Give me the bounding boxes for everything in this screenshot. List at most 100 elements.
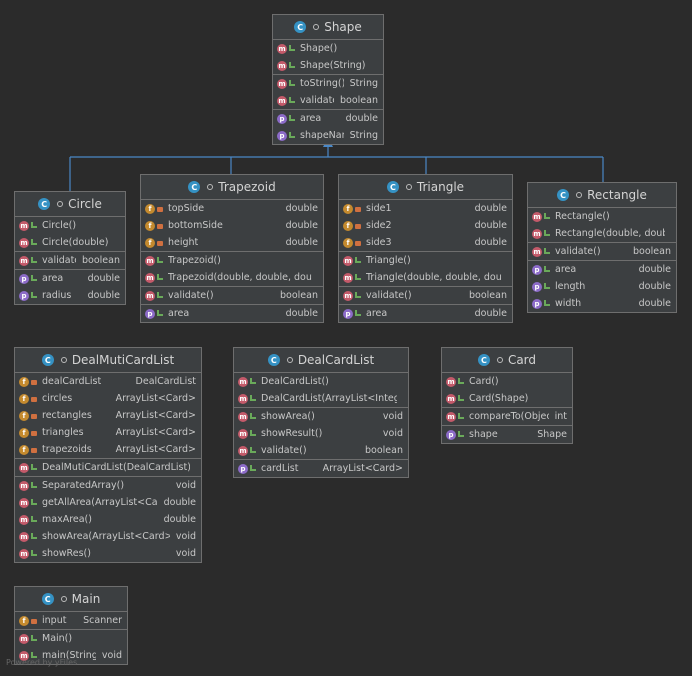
visibility-dot-icon [313,24,320,30]
member-name: DealCardList() [261,376,329,387]
class-main[interactable]: CMainfinputScannermMain()mmain(String[])… [14,586,128,665]
public-icon [289,61,295,68]
property-icon: p [532,298,542,309]
public-icon [31,549,37,556]
method-icon: m [19,514,29,525]
class-name: Card [507,353,537,367]
member-type: boolean [340,95,378,106]
property-icon: p [532,281,542,292]
public-icon [289,114,295,121]
field-icon: f [19,410,29,421]
member-type: boolean [280,290,318,301]
member-name: height [168,237,199,248]
member-name: area [300,113,322,124]
member-name: validate() [168,290,214,301]
member-type: double [638,264,671,275]
member-name: Trapezoid() [168,255,221,266]
member-name: input [42,615,67,626]
method-icon: m [19,548,29,559]
member-type: Scanner [83,615,122,626]
class-name: Rectangle [587,188,647,202]
member-name: side2 [366,220,392,231]
method-icon: m [19,531,29,542]
member-row[interactable]: pshapeNameString [273,127,383,144]
public-icon [31,256,37,263]
visibility-dot-icon [286,357,293,363]
public-icon [458,394,464,401]
member-type: double [285,220,318,231]
field-icon: f [343,203,353,214]
member-type: double [87,290,120,301]
member-type: String [349,130,378,141]
method-icon: m [19,237,29,248]
class-card[interactable]: CCardmCard()mCard(Shape)mcompareTo(Objec… [441,347,573,444]
public-icon [31,651,37,658]
class-circle[interactable]: CCirclemCircle()mCircle(double)mvalidate… [14,191,126,305]
member-name: circles [42,393,73,404]
